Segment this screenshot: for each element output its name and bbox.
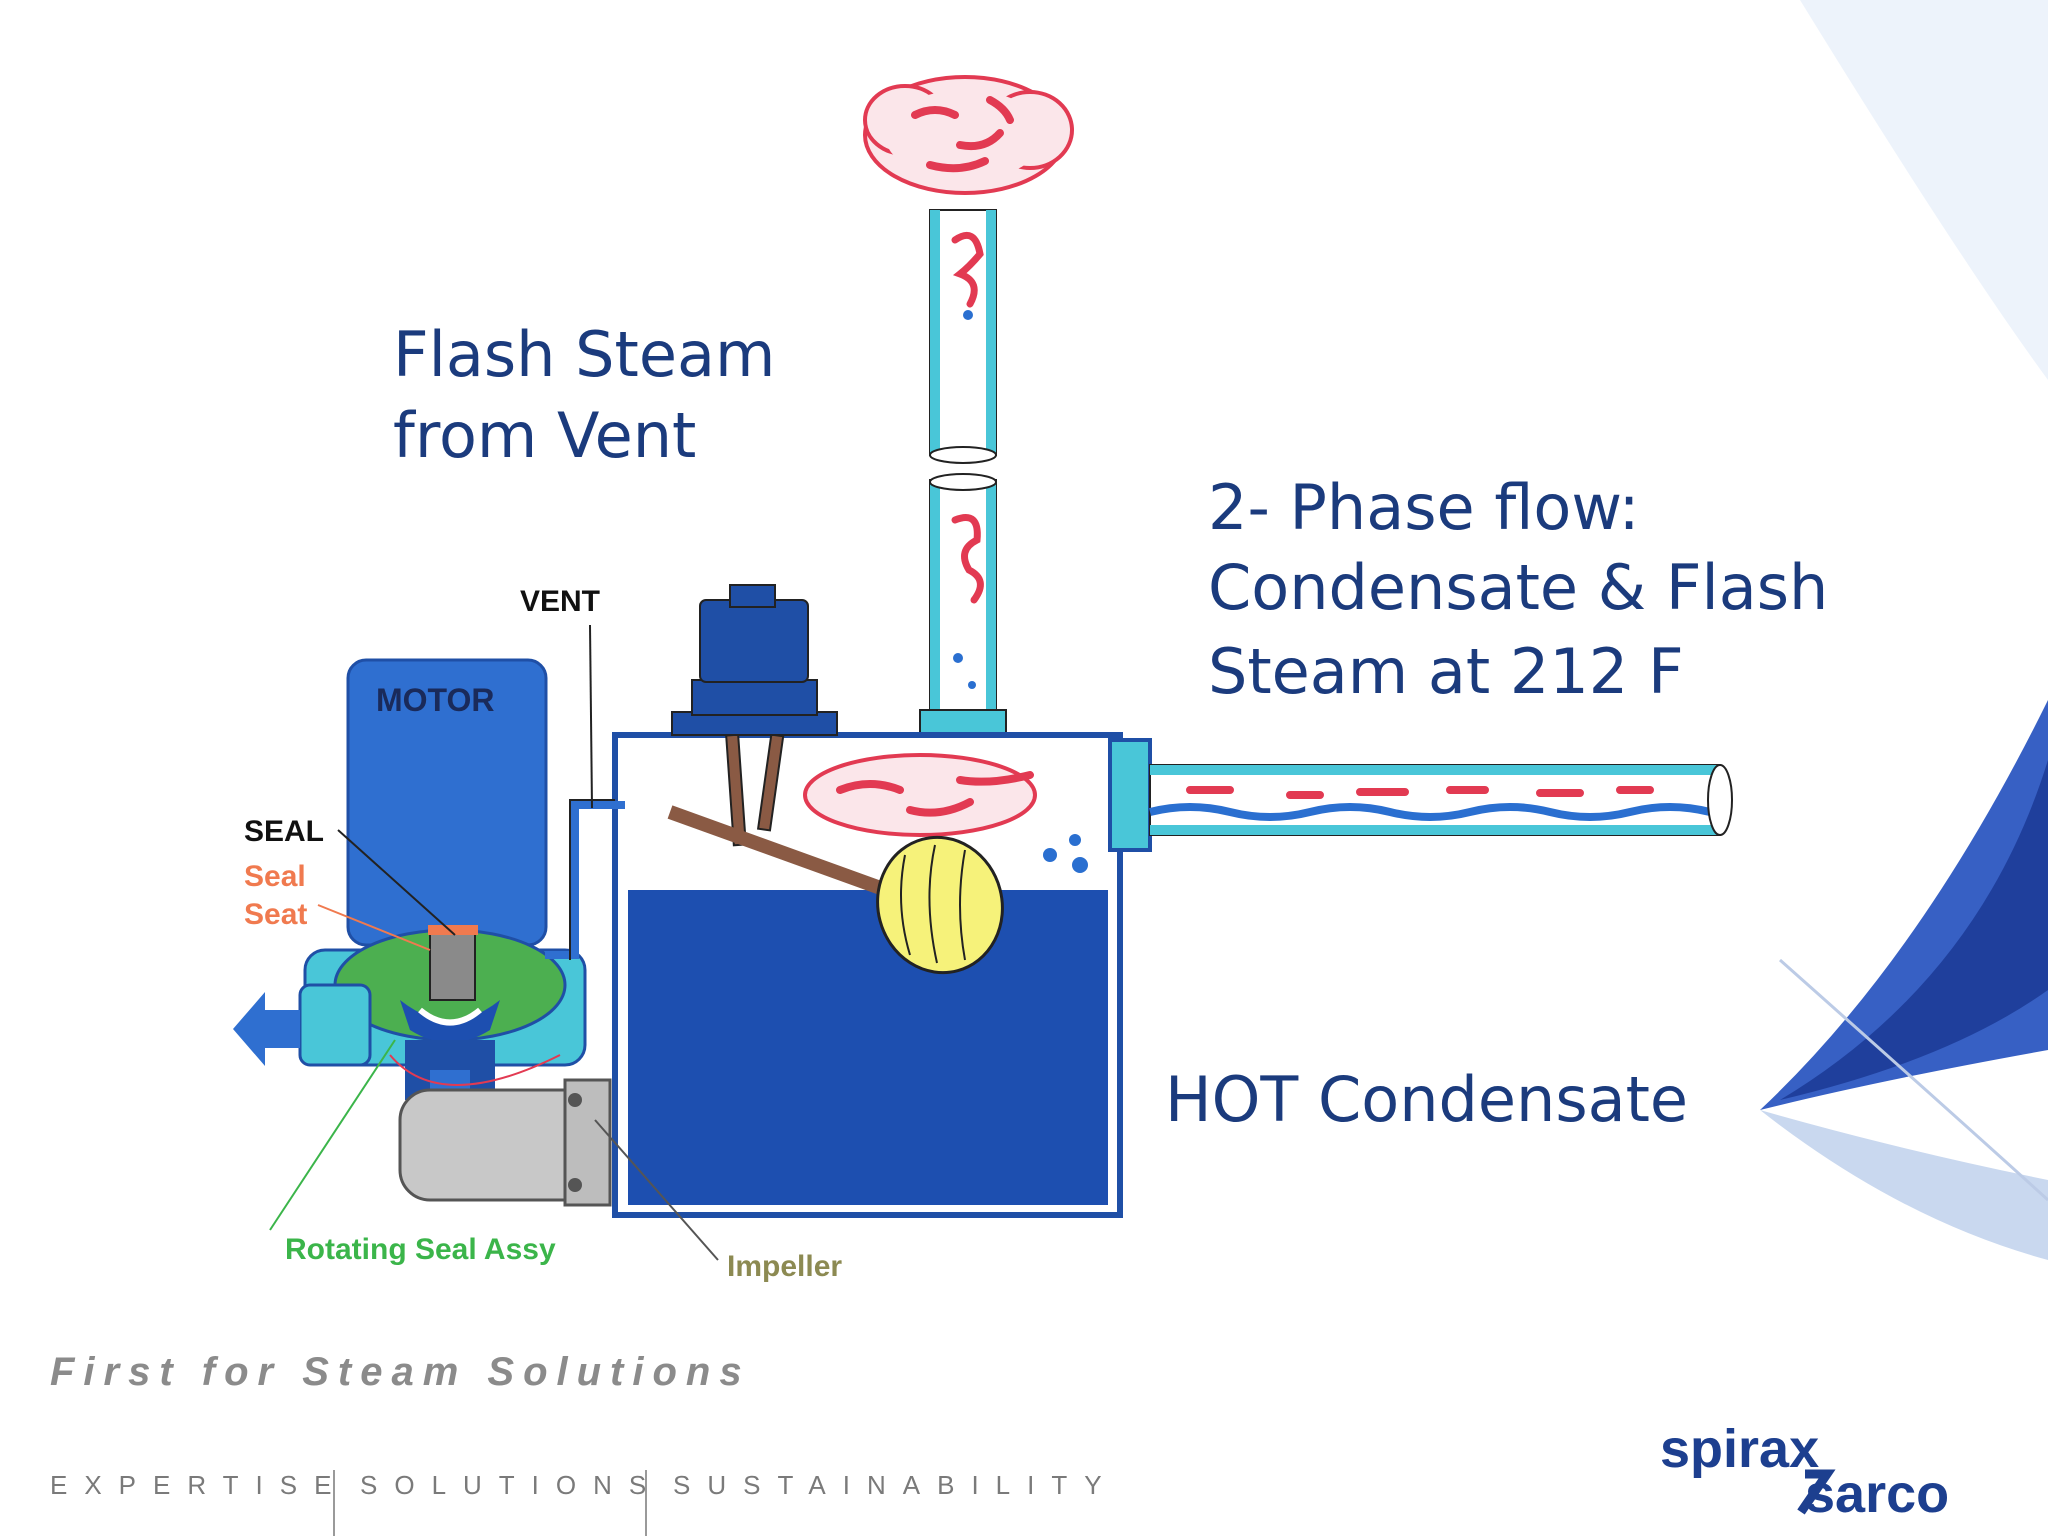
leader-lines — [269, 624, 719, 1261]
two-phase-label-line1: 2- Phase flow: — [1208, 471, 1640, 544]
rotating-seal-assy-label: Rotating Seal Assy — [285, 1233, 556, 1266]
logo-mark: spirax sarco — [1660, 1419, 1949, 1524]
motor-label: MOTOR — [376, 682, 495, 718]
impeller-label: Impeller — [727, 1250, 843, 1283]
seal-label: SEAL — [244, 815, 325, 848]
float-ball — [876, 835, 1004, 975]
float-mechanism — [667, 733, 1004, 975]
swoosh-light-top — [1800, 0, 2048, 380]
vent-pipe-upper — [929, 209, 997, 464]
base-casting — [398, 1078, 612, 1207]
hot-condensate-label: HOT Condensate — [1165, 1063, 1689, 1136]
svg-text:spirax: spirax — [1660, 1419, 1819, 1479]
two-phase-label-line3: Steam at 212 F — [1208, 635, 1684, 708]
footer-item-expertise: EXPERTISE — [50, 1470, 349, 1500]
seal-seat-label-line2: Seat — [244, 898, 308, 931]
swoosh-pale-line — [1779, 958, 2048, 1202]
steam-cloud-top — [863, 75, 1074, 195]
swoosh-pale-lower — [1760, 1110, 2048, 1260]
vent-label: VENT — [520, 585, 601, 618]
spirax-sarco-logo: spirax sarco — [1655, 1412, 2015, 1527]
footer-item-sustainability: SUSTAINABILITY — [673, 1470, 1119, 1500]
swoosh-deep-band — [1780, 760, 2048, 1100]
flash-steam-label-line2: from Vent — [393, 399, 697, 472]
flash-steam-label-line1: Flash Steam — [393, 318, 776, 391]
footer-separator-1 — [333, 1470, 335, 1536]
vent-pipe-lower — [919, 473, 1007, 737]
footer-item-solutions: SOLUTIONS — [360, 1470, 664, 1500]
controller-unit — [671, 584, 838, 736]
receiver-tank — [612, 732, 1152, 1218]
tagline: First for Steam Solutions — [50, 1350, 751, 1394]
horizontal-pipe — [1149, 764, 1733, 836]
footer-separator-2 — [645, 1470, 647, 1536]
seal-seat-label-line1: Seal — [244, 860, 306, 893]
discharge-arrow — [233, 992, 300, 1066]
two-phase-label-line2: Condensate & Flash — [1208, 551, 1829, 624]
